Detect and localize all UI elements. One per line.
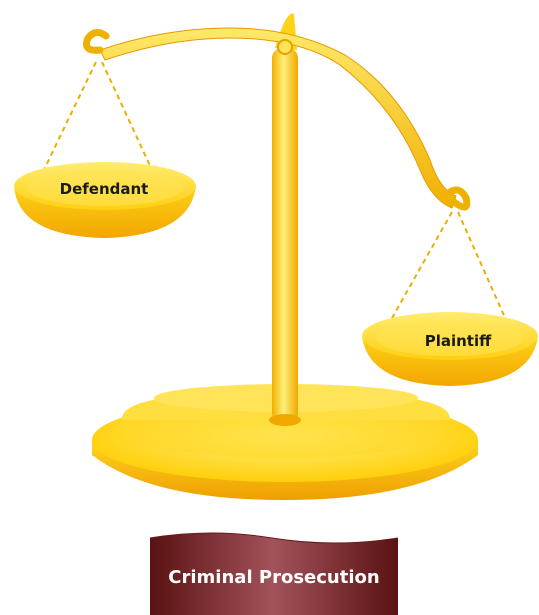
left-pan-label: Defendant <box>60 180 149 198</box>
left-pan: Defendant <box>14 162 196 238</box>
scale-post <box>269 13 301 426</box>
right-pan-chains <box>391 211 507 321</box>
banner-label: Criminal Prosecution <box>168 567 379 588</box>
right-pan: Plaintiff <box>362 312 538 386</box>
right-pan-label: Plaintiff <box>425 332 492 350</box>
prosecution-banner: Criminal Prosecution <box>149 532 399 615</box>
scale-beam <box>83 27 471 211</box>
left-pan-chains <box>39 61 153 179</box>
